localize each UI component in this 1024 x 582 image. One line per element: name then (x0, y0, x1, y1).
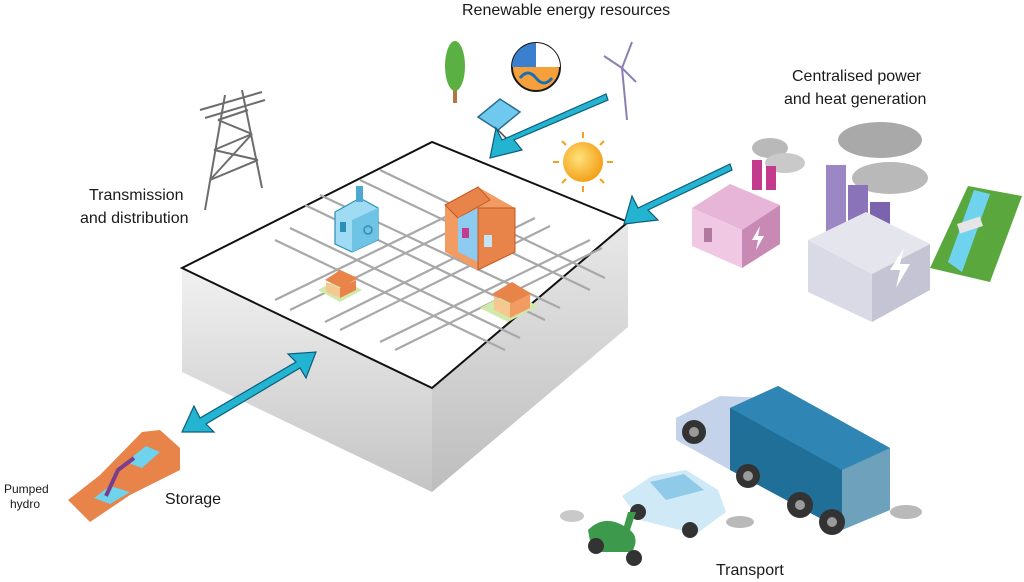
transport-label: Transport (716, 560, 784, 582)
city-platform (182, 142, 628, 492)
transmission-label-line1: Transmission (89, 185, 184, 207)
pumped-hydro-label-line2: hydro (10, 497, 40, 512)
transmission-tower-icon (200, 90, 265, 210)
transmission-label-line2: and distribution (80, 208, 189, 230)
car-icon (622, 470, 754, 538)
power-station-icon (808, 122, 930, 322)
wind-turbine-icon (604, 42, 636, 120)
pumped-hydro-label-line1: Pumped (4, 482, 49, 497)
centralised-label-line2: and heat generation (784, 89, 926, 111)
storage-label: Storage (165, 489, 221, 511)
pumped-hydro-icon (68, 430, 180, 522)
centralised-label-line1: Centralised power (792, 66, 921, 88)
sun-icon (553, 132, 613, 192)
scooter-icon (560, 510, 642, 566)
hydro-dam-icon (930, 186, 1022, 282)
globe-energy-icon (512, 43, 560, 91)
renewable-label: Renewable energy resources (462, 0, 670, 22)
power-plant-icon (692, 138, 805, 268)
tree-icon (445, 41, 465, 103)
